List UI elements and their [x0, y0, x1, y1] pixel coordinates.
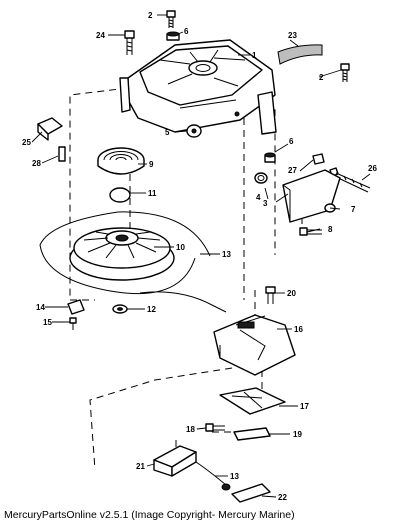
part-screw-top: [166, 10, 176, 28]
callout-19: 19: [293, 430, 302, 439]
callout-5: 5: [165, 128, 170, 137]
part-bushing-right: [264, 152, 276, 163]
part-pin: [58, 146, 66, 162]
part-ring: [254, 172, 268, 184]
callout-2-top: 2: [148, 11, 153, 20]
callout-22: 22: [278, 493, 287, 502]
part-screw-20: [265, 286, 276, 304]
callout-4: 4: [256, 193, 261, 202]
callout-21: 21: [136, 462, 145, 471]
callout-27: 27: [288, 166, 297, 175]
part-strip: [233, 427, 271, 441]
part-rope-end: [195, 461, 227, 486]
callout-15: 15: [43, 318, 52, 327]
image-caption: MercuryPartsOnline v2.5.1 (Image Copyrig…: [4, 509, 295, 521]
callout-12: 12: [147, 305, 156, 314]
leader-lines: [31, 14, 371, 498]
part-nut: [186, 124, 202, 138]
callout-2-right: 2: [319, 73, 324, 82]
callout-7: 7: [351, 205, 356, 214]
callout-13-upper: 13: [222, 250, 231, 259]
part-handle-bracket: [213, 314, 296, 376]
part-washer: [112, 304, 128, 314]
callout-23: 23: [288, 31, 297, 40]
callout-26: 26: [368, 164, 377, 173]
callout-13-lower: 13: [230, 472, 239, 481]
part-bushing-top: [166, 31, 180, 41]
part-housing: [119, 39, 277, 135]
part-starter-rope: [39, 211, 227, 313]
callout-labels: 2 6 24 1 23 2 5 6 25 28 9 11 10 13 12 14…: [22, 11, 377, 502]
part-plug: [312, 153, 325, 165]
part-retainer: [67, 299, 85, 315]
callout-6-top: 6: [184, 27, 189, 36]
callout-9: 9: [149, 160, 154, 169]
part-bracket: [282, 169, 341, 223]
part-anchor: [221, 483, 271, 503]
part-screw-right: [340, 63, 350, 82]
callout-20: 20: [287, 289, 296, 298]
part-screw-18: [205, 423, 225, 432]
part-rewind-spring: [97, 147, 145, 175]
part-screw-small: [69, 317, 77, 330]
callout-25: 25: [22, 138, 31, 147]
part-bolt: [124, 30, 135, 55]
callout-1: 1: [252, 51, 257, 60]
callout-16: 16: [294, 325, 303, 334]
callout-10: 10: [176, 243, 185, 252]
part-clip: [37, 117, 63, 141]
callout-14: 14: [36, 303, 45, 312]
callout-8: 8: [328, 225, 333, 234]
callout-11: 11: [148, 189, 157, 198]
callout-6-right: 6: [289, 137, 294, 146]
part-cap: [109, 187, 131, 203]
part-decal: [277, 44, 323, 65]
part-plate: [219, 387, 286, 415]
callout-24: 24: [96, 31, 105, 40]
callout-3: 3: [263, 199, 268, 208]
callout-28: 28: [32, 159, 41, 168]
part-starter-handle: [153, 445, 197, 477]
callout-18: 18: [186, 425, 195, 434]
part-rope-pulley: [69, 227, 175, 281]
callout-17: 17: [300, 402, 309, 411]
